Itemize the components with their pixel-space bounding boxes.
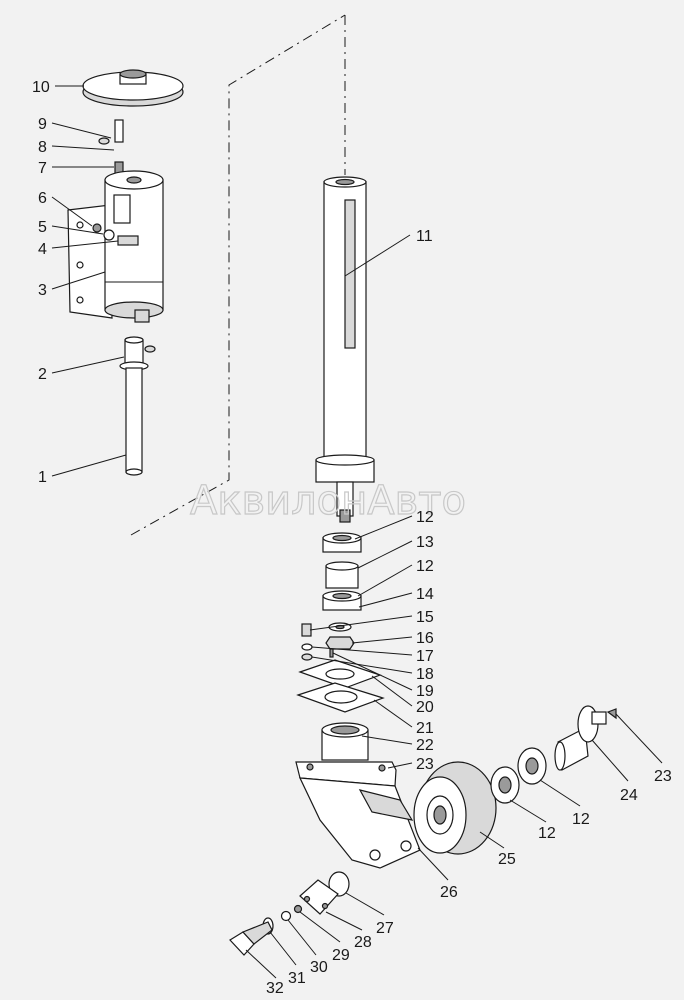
callout-18: 18 <box>416 666 434 683</box>
part-bearing-upper <box>322 532 362 553</box>
callout-16: 16 <box>416 630 434 647</box>
part-spacer-sleeve <box>325 561 359 589</box>
callout-15: 15 <box>416 609 434 626</box>
leader-lines <box>51 85 663 979</box>
part-rod <box>119 336 156 476</box>
callout-4: 4 <box>38 241 47 258</box>
callout-12-a: 12 <box>416 509 434 526</box>
callout-21: 21 <box>416 720 434 737</box>
callout-2: 2 <box>38 366 47 383</box>
callout-12-c: 12 <box>538 825 556 842</box>
callout-22: 22 <box>416 737 434 754</box>
part-wheel <box>413 761 497 855</box>
callout-31: 31 <box>288 970 306 987</box>
callout-1: 1 <box>38 469 47 486</box>
callout-23-a: 23 <box>416 756 434 773</box>
callout-13: 13 <box>416 534 434 551</box>
callout-28: 28 <box>354 934 372 951</box>
callout-5: 5 <box>38 219 47 236</box>
callout-7: 7 <box>38 160 47 177</box>
part-cylinder-housing <box>67 170 164 323</box>
callout-24: 24 <box>620 787 638 804</box>
part-axle-shaft <box>554 705 617 771</box>
callout-6: 6 <box>38 190 47 207</box>
callout-29: 29 <box>332 947 350 964</box>
part-bearing-lower <box>322 590 362 611</box>
part-fasteners-small <box>301 622 355 661</box>
part-wheel-bearing-1 <box>490 766 520 804</box>
part-gasket-lower <box>296 682 385 713</box>
callout-12-d: 12 <box>572 811 590 828</box>
callout-32: 32 <box>266 980 284 997</box>
callout-17: 17 <box>416 648 434 665</box>
callout-19: 19 <box>416 683 434 700</box>
part-bolt-set <box>92 223 139 246</box>
watermark: АквилонАвто <box>190 478 466 524</box>
callout-20: 20 <box>416 699 434 716</box>
part-bolt-washers <box>229 904 303 956</box>
callout-27: 27 <box>376 920 394 937</box>
callout-23-b: 23 <box>654 768 672 785</box>
part-gasket-upper <box>298 659 382 689</box>
callout-3: 3 <box>38 282 47 299</box>
callout-26: 26 <box>440 884 458 901</box>
callout-14: 14 <box>416 586 434 603</box>
part-caster-fork <box>295 722 421 869</box>
callout-10: 10 <box>32 79 50 96</box>
callout-25: 25 <box>498 851 516 868</box>
callout-labels: 10 9 8 7 6 5 4 3 2 1 11 12 13 12 14 15 1… <box>32 79 672 997</box>
part-shaft-tube <box>315 176 375 523</box>
part-pin <box>98 119 124 145</box>
part-spacer-plate <box>299 871 350 915</box>
callout-12-b: 12 <box>416 558 434 575</box>
part-disc-cap <box>82 69 184 107</box>
part-wheel-bearing-2 <box>517 747 547 785</box>
axis-guide-left <box>130 14 346 536</box>
callout-30: 30 <box>310 959 328 976</box>
callout-11: 11 <box>416 228 433 245</box>
callout-8: 8 <box>38 139 47 156</box>
callout-9: 9 <box>38 116 47 133</box>
